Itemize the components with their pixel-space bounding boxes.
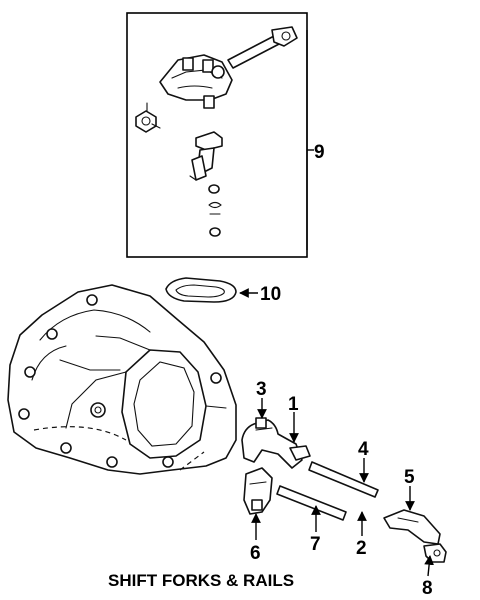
transmission-case	[7, 284, 237, 475]
shift-lever-rod	[227, 26, 298, 69]
callout-8: 8	[422, 578, 433, 599]
shift-fork-5	[383, 509, 441, 545]
callout-5: 5	[404, 467, 415, 488]
shifter-assembly-group	[126, 12, 308, 258]
shift-rail-1	[289, 445, 311, 461]
shift-rail-4	[308, 461, 379, 498]
retaining-bolt	[135, 102, 161, 133]
callout-2: 2	[356, 538, 367, 559]
callouts: 9 10 3 1 4 5 6 7 2 8	[250, 142, 433, 599]
shift-fork-6	[243, 467, 273, 515]
diagram-title: SHIFT FORKS & RAILS	[108, 571, 294, 590]
hardware-stack	[208, 184, 222, 237]
inner-shift-lever	[189, 131, 223, 181]
shift-fork-3	[241, 417, 303, 469]
callout-6: 6	[250, 543, 261, 564]
leader-8	[424, 555, 434, 577]
leader-lines	[239, 30, 434, 577]
callout-4: 4	[358, 439, 369, 460]
bracket-8	[423, 543, 447, 563]
callout-9: 9	[314, 142, 325, 163]
shift-rail-2	[276, 485, 347, 521]
callout-10: 10	[260, 284, 281, 305]
callout-1: 1	[288, 394, 299, 415]
callout-7: 7	[310, 534, 321, 555]
shifter-gasket	[165, 277, 237, 303]
callout-3: 3	[256, 379, 267, 400]
shifter-housing	[159, 54, 233, 109]
